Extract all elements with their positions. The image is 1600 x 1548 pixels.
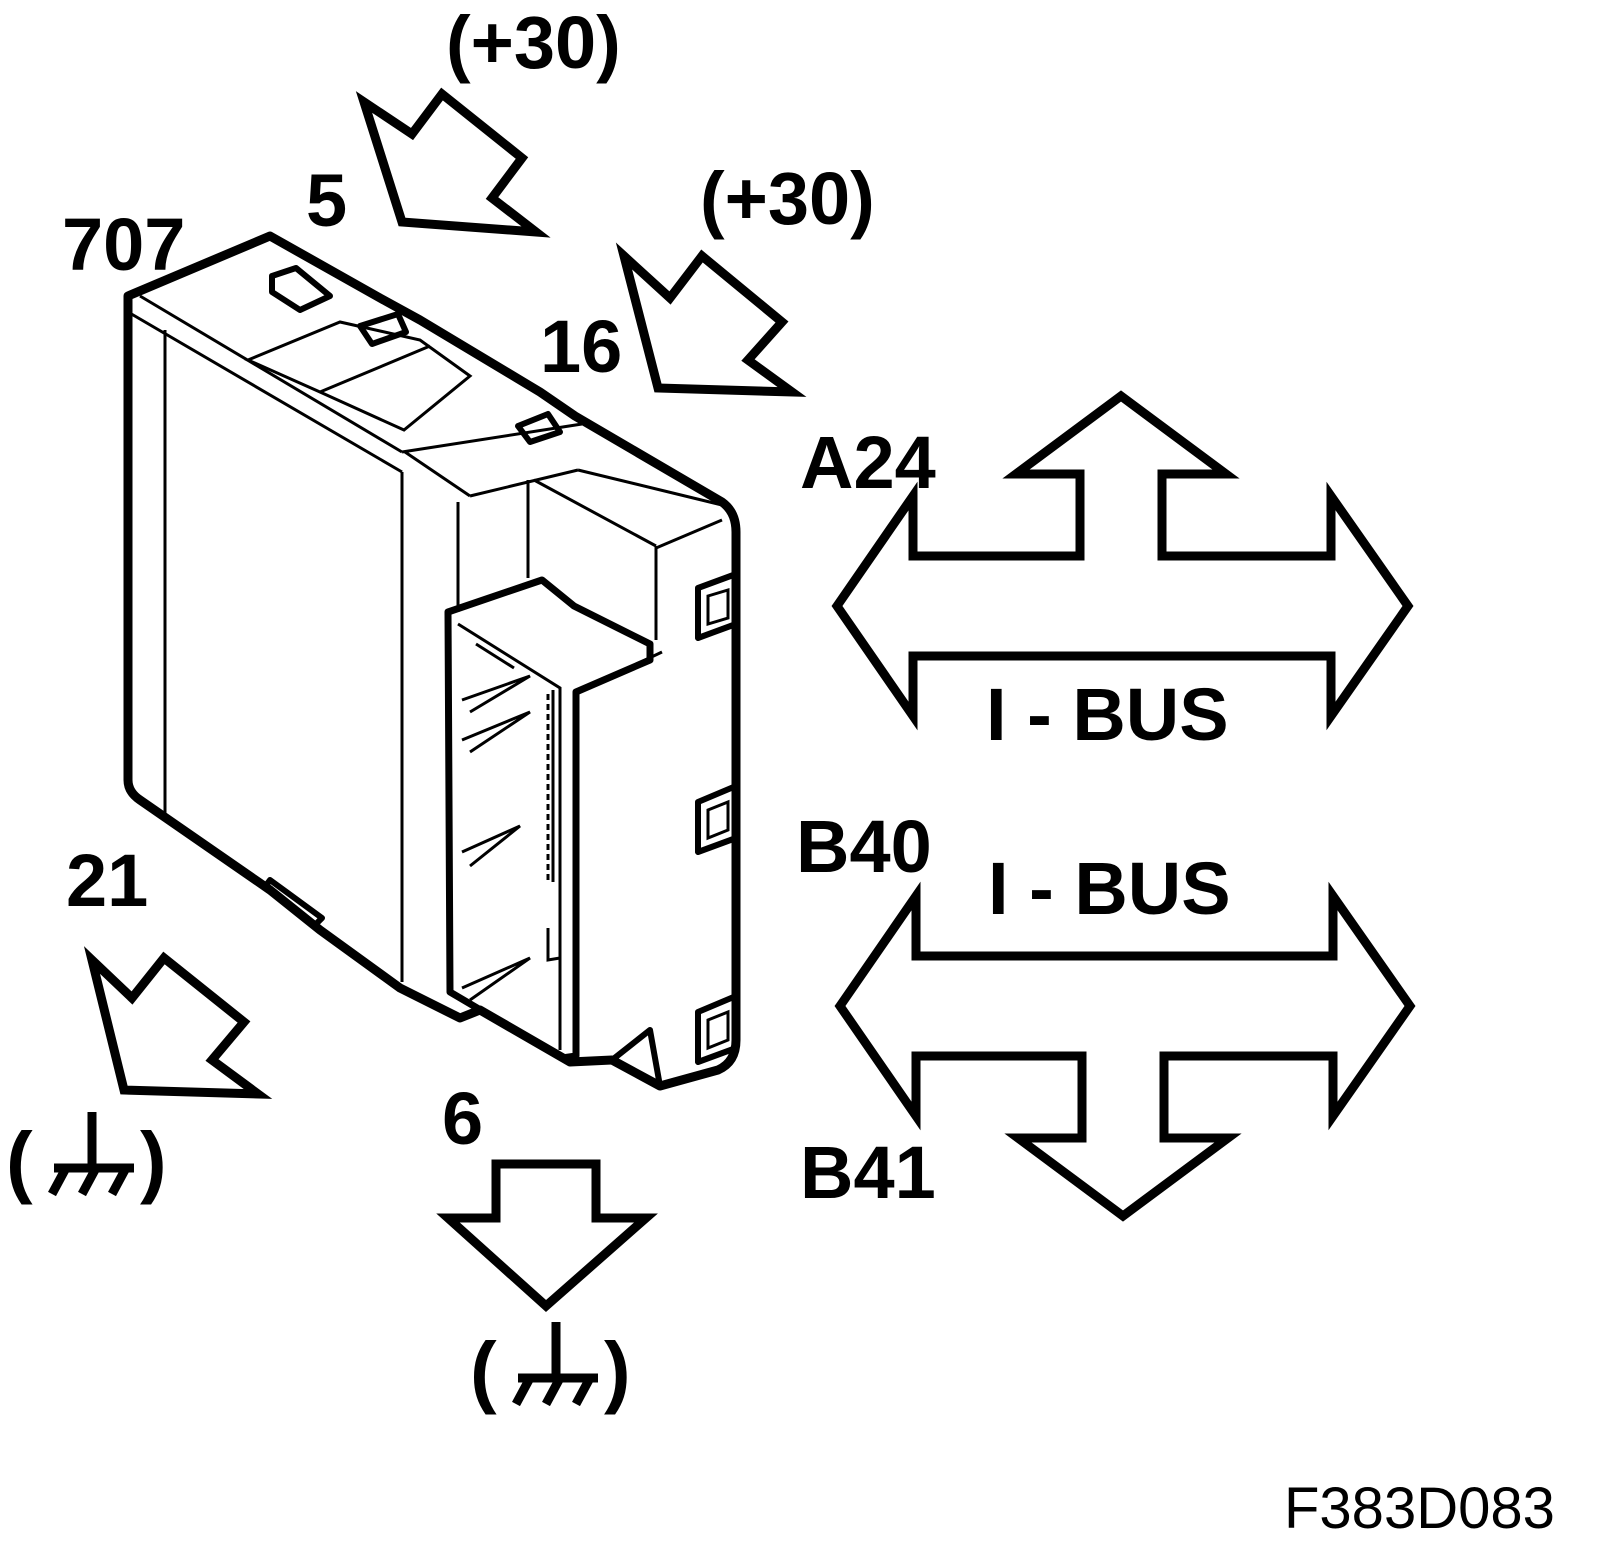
- ibus-arrow-upper: [831, 390, 1414, 731]
- side-clip-lower: [695, 993, 739, 1065]
- ground-arrow-pin21: [83, 946, 273, 1099]
- pin-b40-label: B40: [796, 805, 932, 888]
- ground-symbol-left: [48, 1112, 134, 1197]
- supply-label-pin5: (+30): [446, 1, 621, 84]
- connector-block: [444, 576, 654, 1062]
- ibus-arrow-lower: [834, 881, 1416, 1222]
- ground-arrow-pin6: [436, 1159, 658, 1313]
- side-clip-upper: [695, 571, 739, 641]
- pin-b41-label: B41: [800, 1131, 936, 1214]
- pin-16-label: 16: [540, 305, 622, 388]
- pin-6-label: 6: [442, 1077, 483, 1160]
- ground-bottom-close-paren: ): [604, 1326, 631, 1415]
- module-outline: [123, 231, 741, 1091]
- pin-a24-label: A24: [800, 421, 936, 504]
- ground-left-open-paren: (: [6, 1116, 33, 1205]
- ibus-label-lower: I - BUS: [988, 847, 1231, 930]
- supply-arrow-pin5: [355, 87, 551, 238]
- supply-arrow-pin16: [615, 242, 807, 397]
- ground-symbol-bottom: [512, 1322, 598, 1407]
- side-clip-middle: [695, 783, 739, 855]
- pin-5-label: 5: [306, 159, 347, 242]
- pin-21-label: 21: [66, 839, 148, 922]
- ground-bottom-open-paren: (: [470, 1326, 497, 1415]
- module-id-label: 707: [62, 203, 185, 286]
- ground-left-close-paren: ): [140, 1116, 167, 1205]
- supply-label-pin16: (+30): [700, 157, 875, 240]
- ibus-label-upper: I - BUS: [986, 673, 1229, 756]
- control-module: [123, 231, 741, 1091]
- connector-pins: [546, 690, 555, 882]
- figure-code: F383D083: [1284, 1476, 1555, 1541]
